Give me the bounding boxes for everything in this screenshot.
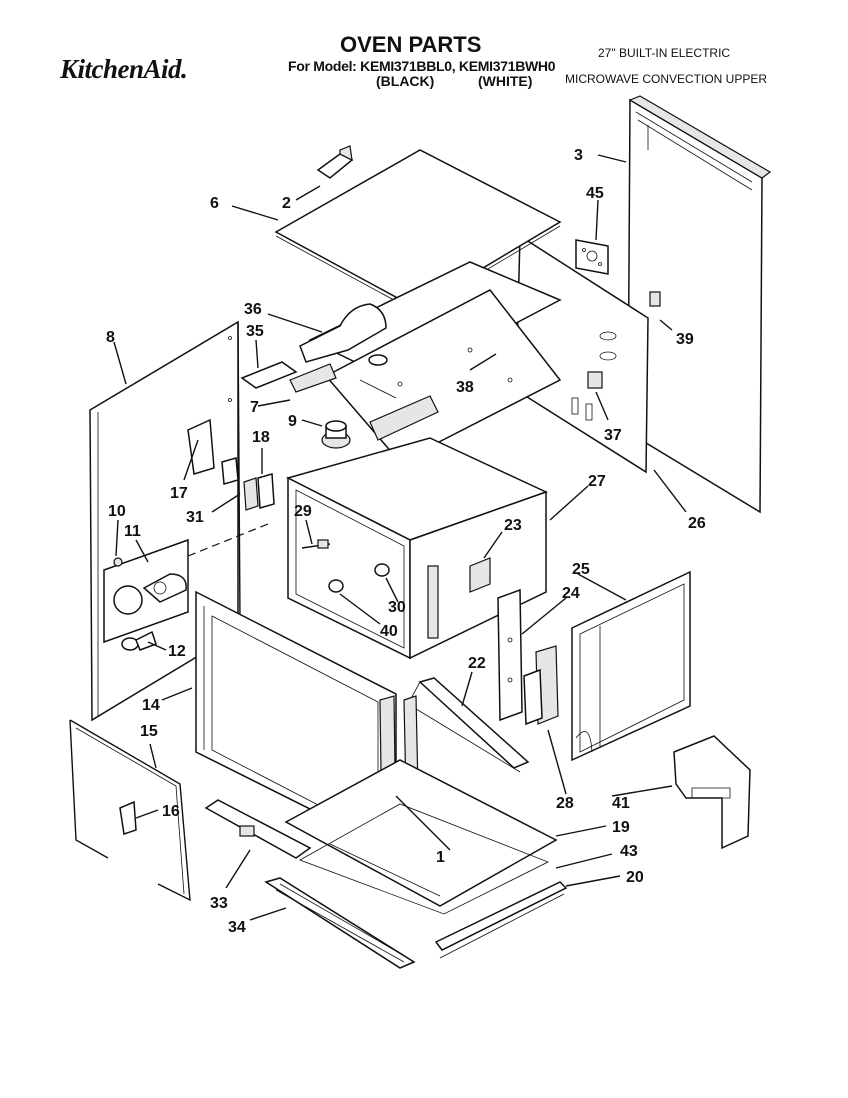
part-label-24: 24 bbox=[562, 585, 580, 602]
brand-logo: KitchenAid. bbox=[60, 54, 188, 84]
part-label-35: 35 bbox=[246, 323, 264, 340]
part-label-40: 40 bbox=[380, 623, 398, 640]
part-label-8: 8 bbox=[106, 329, 115, 346]
product-description-line2: MICROWAVE CONVECTION UPPER bbox=[565, 72, 768, 86]
product-description-line1: 27" BUILT-IN ELECTRIC bbox=[598, 46, 731, 60]
part-label-6: 6 bbox=[210, 195, 219, 212]
part-label-1: 1 bbox=[436, 849, 445, 866]
part-16-latch bbox=[119, 800, 137, 835]
leader-lines bbox=[113, 154, 687, 921]
part-label-38: 38 bbox=[456, 379, 474, 396]
part-33-trim-strip bbox=[204, 799, 312, 859]
part-label-23: 23 bbox=[504, 517, 522, 534]
part-label-36: 36 bbox=[244, 301, 262, 318]
part-36-duct bbox=[299, 303, 388, 366]
part-35-mount-plate bbox=[240, 361, 337, 393]
part-labels: 1 2 3 6 7 8 9 10 11 12 14 15 16 17 18 19… bbox=[106, 147, 706, 936]
part-41-duct-bracket bbox=[673, 735, 751, 850]
part-label-17: 17 bbox=[170, 485, 188, 502]
part-27-oven-cavity bbox=[285, 437, 548, 660]
part-label-12: 12 bbox=[168, 643, 186, 660]
variant-white: (WHITE) bbox=[478, 73, 533, 89]
part-label-19: 19 bbox=[612, 819, 630, 836]
part-29-sensor bbox=[301, 539, 331, 549]
part-label-2: 2 bbox=[282, 195, 291, 212]
part-label-3: 3 bbox=[574, 147, 583, 164]
part-label-28: 28 bbox=[556, 795, 574, 812]
part-label-29: 29 bbox=[294, 503, 312, 520]
variant-black: (BLACK) bbox=[376, 73, 435, 89]
part-28-hinge bbox=[523, 645, 559, 726]
part-label-41: 41 bbox=[612, 795, 630, 812]
part-25-door-panel bbox=[571, 570, 691, 762]
part-label-16: 16 bbox=[162, 803, 180, 820]
part-label-9: 9 bbox=[288, 413, 297, 430]
part-19-bottom-plate bbox=[284, 759, 558, 915]
part-label-31: 31 bbox=[186, 509, 204, 526]
part-label-11: 11 bbox=[124, 523, 141, 540]
page-title: OVEN PARTS bbox=[340, 32, 482, 57]
part-label-18: 18 bbox=[252, 429, 270, 446]
part-label-15: 15 bbox=[140, 723, 158, 740]
part-label-43: 43 bbox=[620, 843, 638, 860]
part-label-25: 25 bbox=[572, 561, 590, 578]
part-label-34: 34 bbox=[228, 919, 246, 936]
part-20-front-trim bbox=[434, 881, 568, 959]
model-line: For Model: KEMI371BBL0, KEMI371BWH0 bbox=[288, 58, 556, 74]
part-label-27: 27 bbox=[588, 473, 606, 490]
part-label-10: 10 bbox=[108, 503, 126, 520]
part-label-39: 39 bbox=[676, 331, 694, 348]
part-label-7: 7 bbox=[250, 399, 259, 416]
part-label-22: 22 bbox=[468, 655, 486, 672]
part-3-side-panel bbox=[627, 95, 772, 514]
part-10-fastener bbox=[113, 557, 123, 567]
part-9-stirrer-motor bbox=[321, 420, 351, 449]
part-label-45: 45 bbox=[586, 185, 604, 202]
part-24-hinge-bracket bbox=[497, 588, 523, 722]
part-2-small-bracket bbox=[316, 145, 354, 179]
part-45-bracket bbox=[575, 239, 609, 275]
part-34-vent-grille bbox=[264, 877, 416, 969]
part-label-37: 37 bbox=[604, 427, 622, 444]
part-label-30: 30 bbox=[388, 599, 406, 616]
part-label-14: 14 bbox=[142, 697, 160, 714]
part-38-inner-top-plate bbox=[308, 261, 562, 463]
part-11-convection-plate bbox=[103, 538, 189, 644]
part-17-bracket bbox=[187, 418, 215, 475]
part-label-33: 33 bbox=[210, 895, 228, 912]
part-label-26: 26 bbox=[688, 515, 706, 532]
part-12-lamp bbox=[121, 630, 157, 651]
part-15-door-gasket bbox=[69, 719, 191, 902]
part-18-switch bbox=[221, 457, 275, 511]
part-label-20: 20 bbox=[626, 869, 644, 886]
